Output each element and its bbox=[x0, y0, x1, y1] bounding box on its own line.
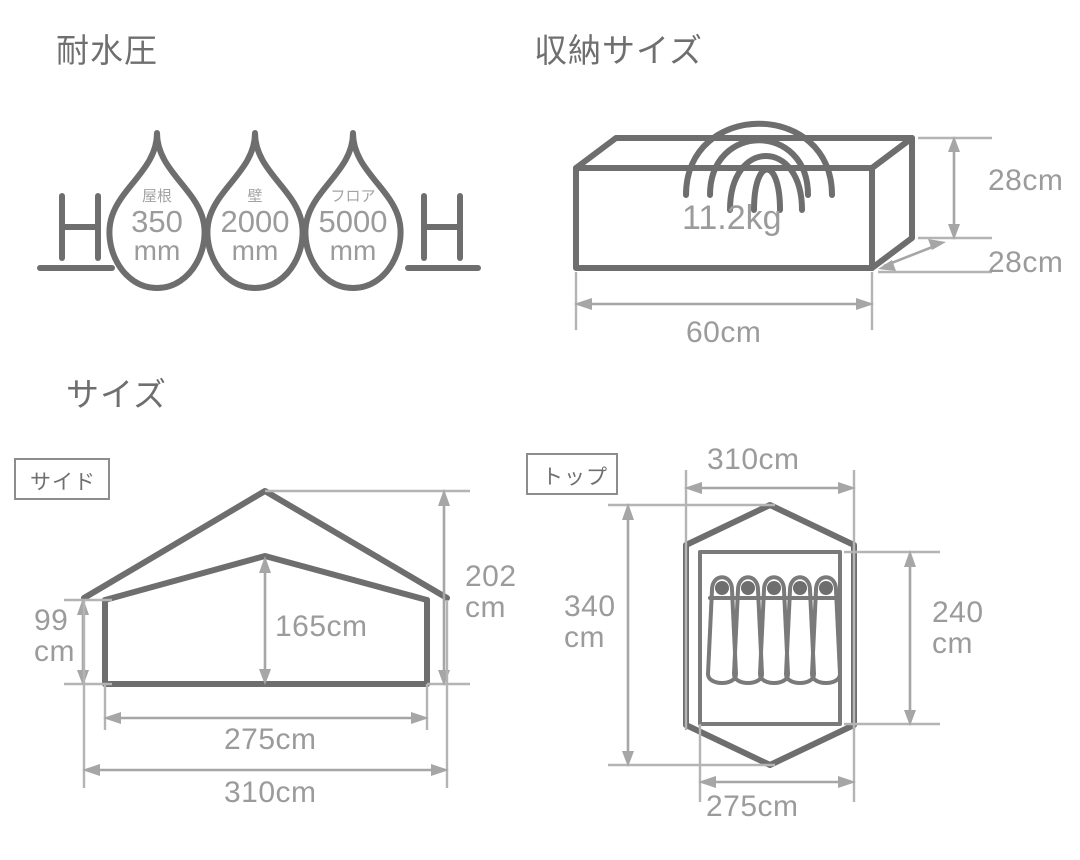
side-inner-height-label: 165cm bbox=[275, 610, 368, 643]
side-wall-height-label: 99 cm bbox=[34, 604, 75, 668]
unit-symbol-right-h bbox=[405, 193, 481, 271]
dim-storage-depth bbox=[878, 239, 992, 274]
unit-symbol-left-h bbox=[37, 193, 115, 271]
dim-top-inner-width bbox=[698, 724, 856, 802]
side-wall-height-value: 99 bbox=[34, 604, 69, 637]
droplet-unit-floor: mm bbox=[329, 235, 377, 266]
dim-side-peak-height bbox=[265, 489, 470, 686]
dim-storage-width bbox=[574, 272, 874, 330]
droplet-label-floor: フロア 5000 mm bbox=[309, 189, 397, 265]
dim-top-outer-width bbox=[684, 470, 856, 730]
section-title-size: サイズ bbox=[66, 376, 168, 413]
sleeping-bag-5 bbox=[810, 575, 842, 685]
sleeping-bag-1 bbox=[706, 575, 738, 685]
droplet-value-roof: 350 bbox=[131, 204, 183, 239]
droplet-unit-roof: mm bbox=[133, 235, 181, 266]
dim-side-outer-width bbox=[82, 600, 449, 788]
droplet-value-floor: 5000 bbox=[318, 204, 388, 239]
side-inner-width-label: 275cm bbox=[224, 723, 317, 756]
droplet-caption-roof: 屋根 bbox=[141, 188, 172, 205]
side-view-diagram: 202 cm 99 cm 165cm 275cm 310cm bbox=[0, 430, 530, 830]
droplet-value-wall: 2000 bbox=[220, 204, 290, 239]
view-tag-side: サイド bbox=[14, 458, 110, 500]
side-inner-eaves bbox=[102, 597, 430, 687]
droplet-roof bbox=[106, 130, 208, 291]
waterproof-diagram: H H 屋根 350 mm 壁 2000 mm フロア 5000 mm bbox=[0, 0, 520, 340]
dim-top-outer-depth bbox=[608, 503, 775, 767]
top-outer-depth-label: 340 cm bbox=[564, 590, 616, 654]
bag-right-face bbox=[869, 135, 915, 271]
storage-depth-label: 28cm bbox=[988, 246, 1064, 279]
dim-side-inner-width bbox=[103, 684, 429, 730]
droplet-wall bbox=[204, 130, 306, 291]
section-title-storage: 収納サイズ bbox=[534, 32, 704, 69]
droplet-caption-wall: 壁 bbox=[247, 188, 263, 205]
top-view-diagram: 310cm 340 cm 240 cm 275cm bbox=[560, 430, 1080, 830]
sleeping-bag-3 bbox=[758, 575, 790, 685]
section-title-waterproof: 耐水圧 bbox=[56, 32, 158, 69]
droplet-floor bbox=[302, 130, 404, 291]
top-outer-depth-unit: cm bbox=[564, 620, 605, 654]
droplet-caption-floor: フロア bbox=[330, 188, 376, 205]
side-peak-height-unit: cm bbox=[465, 590, 506, 624]
top-outer-depth-value: 340 bbox=[564, 590, 616, 623]
side-outer-width-label: 310cm bbox=[224, 776, 317, 809]
sleeping-bag-2 bbox=[732, 575, 764, 685]
storage-diagram: 11.2kg 28cm 28cm 60cm bbox=[540, 60, 1080, 360]
top-inner-width-label: 275cm bbox=[706, 790, 799, 823]
storage-width-label: 60cm bbox=[686, 316, 762, 349]
droplet-label-wall: 壁 2000 mm bbox=[211, 189, 299, 265]
storage-height-label: 28cm bbox=[988, 164, 1064, 197]
storage-weight-label: 11.2kg bbox=[682, 199, 782, 237]
side-peak-height-value: 202 bbox=[465, 560, 517, 593]
view-tag-top: トップ bbox=[526, 453, 618, 495]
droplet-unit-wall: mm bbox=[231, 235, 279, 266]
dim-side-inner-height bbox=[259, 556, 271, 685]
top-inner-depth-value: 240 bbox=[932, 596, 984, 629]
side-peak-height-label: 202 cm bbox=[465, 560, 517, 624]
side-wall-height-unit: cm bbox=[34, 634, 75, 668]
top-inner-depth-unit: cm bbox=[932, 626, 973, 660]
sleeping-bag-4 bbox=[784, 575, 816, 685]
top-inner-depth-label: 240 cm bbox=[932, 596, 984, 660]
dim-storage-height bbox=[918, 136, 992, 240]
top-outer-width-label: 310cm bbox=[707, 443, 800, 476]
dim-top-inner-depth bbox=[844, 550, 940, 726]
droplet-label-roof: 屋根 350 mm bbox=[117, 189, 197, 265]
